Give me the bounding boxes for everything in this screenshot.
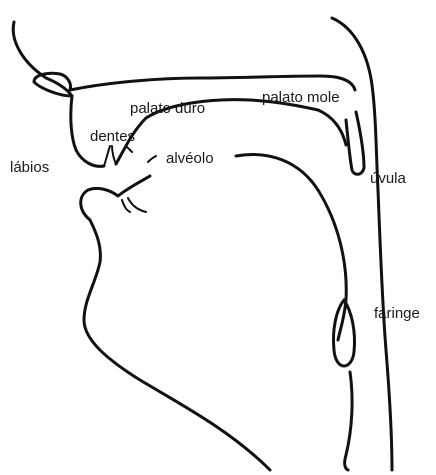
lower-teeth [122, 198, 146, 212]
pointer-dentes [126, 146, 132, 152]
pointer-alveolo [148, 156, 156, 162]
label-labios: lábios [10, 159, 49, 176]
label-palato-mole: palato mole [262, 89, 340, 106]
uvula [346, 112, 364, 174]
label-alveolo: alvéolo [166, 150, 214, 167]
label-faringe: faringe [374, 305, 420, 322]
jaw-line [84, 220, 270, 470]
soft-palate [318, 110, 346, 145]
label-dentes: dentes [90, 128, 135, 145]
head-outline [13, 22, 72, 96]
nasal-floor [70, 76, 355, 90]
nose [34, 73, 72, 96]
upper-teeth [104, 146, 116, 166]
pharynx-wall [378, 190, 392, 470]
larynx-front [345, 372, 352, 470]
lower-lip [81, 176, 150, 220]
label-palato-duro: palato duro [130, 100, 205, 117]
label-uvula: úvula [370, 170, 407, 187]
tongue [236, 154, 346, 340]
